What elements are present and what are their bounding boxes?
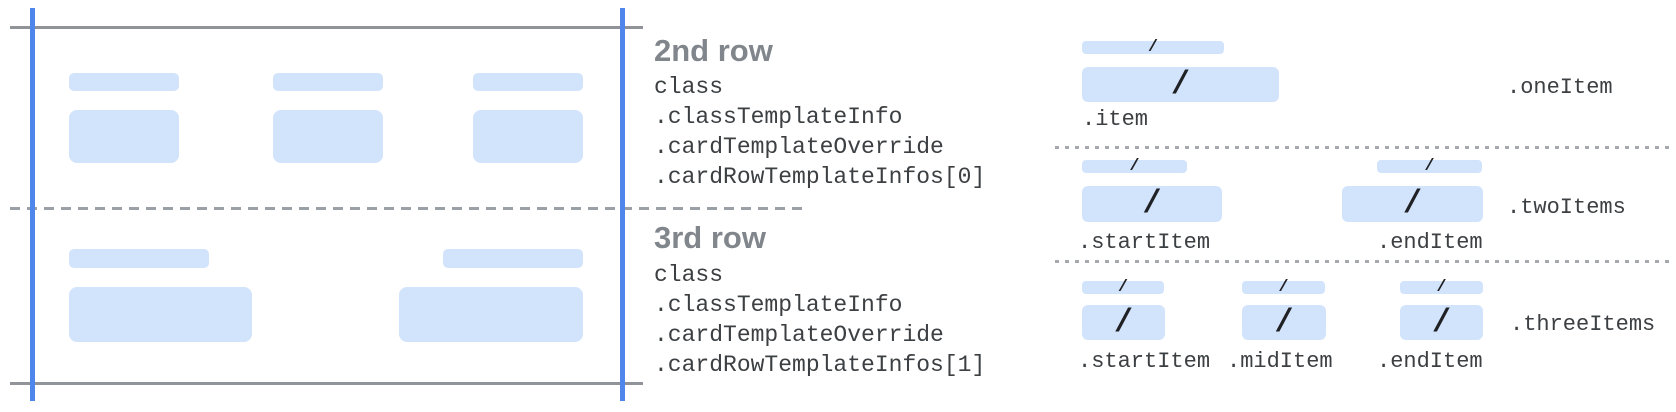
separator-slash: / [1278, 278, 1289, 297]
item-label-placeholder: / [1082, 157, 1187, 176]
field-value-placeholder [399, 287, 583, 342]
code-line: .cardRowTemplateInfos[0] [654, 164, 986, 190]
separator-slash: / [1402, 185, 1423, 222]
item-field-label: .item [1082, 107, 1149, 132]
code-line: .cardRowTemplateInfos[1] [654, 352, 986, 378]
card-left-margin-guide [30, 8, 35, 401]
field-label-placeholder [273, 73, 383, 91]
code-line: .cardTemplateOverride [654, 322, 944, 348]
one-item-name-label: .oneItem [1507, 75, 1613, 100]
row-divider-dashed-line [10, 207, 802, 210]
field-value-placeholder [69, 110, 179, 163]
separator-slash: / [1274, 303, 1294, 341]
two-items-name-label: .twoItems [1507, 195, 1626, 220]
card-bottom-edge-guide [10, 382, 643, 385]
mid-item-field-label: .midItem [1227, 349, 1333, 374]
field-value-placeholder [473, 110, 583, 163]
field-label-placeholder [443, 249, 583, 268]
template-section-divider [1055, 260, 1673, 263]
item-label-placeholder: / [1242, 278, 1325, 297]
separator-slash: / [1142, 185, 1162, 222]
code-line: .cardTemplateOverride [654, 134, 944, 160]
separator-slash: / [1117, 278, 1129, 297]
template-section-divider [1055, 146, 1673, 149]
code-line: .classTemplateInfo [654, 104, 903, 130]
code-line: class [654, 74, 724, 100]
item-value-placeholder: / [1342, 186, 1483, 222]
item-label-placeholder: / [1400, 278, 1483, 297]
item-label-placeholder: / [1082, 278, 1164, 297]
item-value-placeholder: / [1400, 305, 1483, 340]
item-label-placeholder: / [1377, 157, 1482, 176]
second-row-heading: 2nd row [654, 33, 773, 68]
end-item-field-label: .endItem [1377, 349, 1483, 374]
second-row-code-path: class .classTemplateInfo .cardTemplateOv… [654, 72, 985, 192]
separator-slash: / [1431, 303, 1452, 341]
field-label-placeholder [473, 73, 583, 91]
field-value-placeholder [69, 287, 252, 342]
item-value-placeholder: / [1082, 305, 1165, 340]
code-line: .classTemplateInfo [654, 292, 903, 318]
separator-slash: / [1113, 303, 1134, 341]
start-item-field-label: .startItem [1078, 349, 1211, 374]
card-top-edge-guide [10, 26, 643, 29]
separator-slash: / [1129, 157, 1140, 176]
separator-slash: / [1436, 278, 1447, 297]
item-value-placeholder: / [1242, 305, 1326, 340]
item-value-placeholder: / [1082, 186, 1222, 222]
third-row-code-path: class .classTemplateInfo .cardTemplateOv… [654, 260, 985, 380]
separator-slash: / [1424, 157, 1435, 176]
card-right-margin-guide [620, 8, 625, 401]
third-row-heading: 3rd row [654, 220, 766, 255]
three-items-name-label: .threeItems [1510, 312, 1656, 337]
code-line: class [654, 262, 724, 288]
item-value-placeholder: / [1082, 67, 1279, 102]
field-value-placeholder [273, 110, 383, 163]
item-label-placeholder: / [1082, 38, 1224, 57]
start-item-field-label: .startItem [1078, 230, 1211, 255]
field-label-placeholder [69, 249, 209, 268]
separator-slash: / [1170, 65, 1191, 103]
field-label-placeholder [69, 73, 179, 91]
end-item-field-label: .endItem [1377, 230, 1483, 255]
separator-slash: / [1147, 38, 1159, 57]
